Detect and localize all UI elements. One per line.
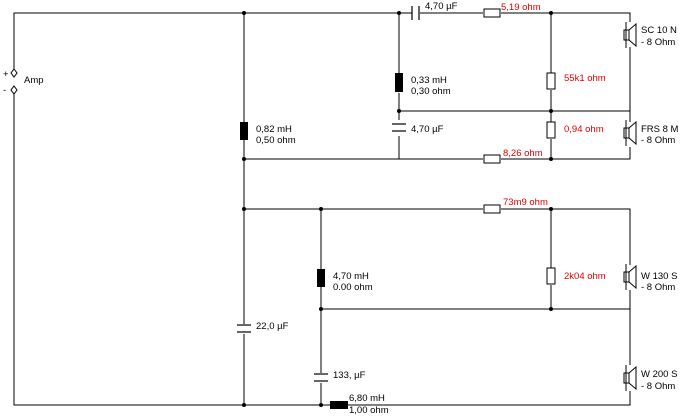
r-tweeter-series: 5,19 ohm — [483, 2, 541, 18]
resistor-body — [546, 267, 556, 285]
c-bass-shunt: 133, µF — [314, 370, 366, 382]
l-main-inductance: 0,82 mH — [256, 124, 292, 135]
inductor-body — [395, 73, 403, 92]
junction-dot — [319, 207, 323, 211]
r-mid-shunt-label: 0,94 ohm — [564, 124, 604, 135]
l-main: 0,82 mH 0,50 ohm — [240, 122, 296, 146]
resistor-body — [546, 121, 556, 139]
r-mid-series-label: 8,26 ohm — [503, 148, 543, 159]
junction-dot — [549, 157, 553, 161]
c-main-shunt: 22,0 µF — [237, 321, 289, 333]
driver-w130s: W 130 S - 8 Ohm — [623, 264, 677, 293]
wire-top-rail — [244, 12, 631, 22]
wires — [13, 12, 631, 406]
c-tweeter-series-label: 4,70 µF — [425, 1, 458, 12]
junction-dot — [549, 207, 553, 211]
r-woofer-series-label: 73m9 ohm — [503, 197, 548, 208]
junction-dot — [242, 403, 246, 407]
amp-label: Amp — [24, 75, 44, 86]
r-mid-shunt: 0,94 ohm — [546, 121, 604, 139]
resistor-body — [483, 154, 501, 164]
wire-woofer-top-rail — [244, 208, 631, 265]
l-tweeter-shunt-inductance: 0,33 mH — [411, 75, 447, 86]
resistor-body — [483, 8, 501, 18]
driver-w200s: W 200 S - 8 Ohm — [623, 365, 677, 392]
speaker-icon — [623, 264, 637, 290]
junction-dot — [319, 307, 323, 311]
speaker-icon — [623, 22, 637, 48]
l-tweeter-shunt: 0,33 mH 0,30 ohm — [395, 73, 451, 97]
driver-impedance: - 8 Ohm — [641, 135, 675, 146]
l-main-resistance: 0,50 ohm — [256, 135, 296, 146]
amp-source: + - Amp — [3, 68, 44, 96]
r-woofer-series: 73m9 ohm — [483, 197, 548, 214]
r-woofer-shunt-label: 2k04 ohm — [564, 271, 606, 282]
wire-woofer-crossbar — [321, 290, 631, 365]
r-tweeter-shunt: 55k1 ohm — [546, 72, 606, 90]
driver-name: SC 10 N — [641, 25, 677, 36]
c-bass-shunt-label: 133, µF — [333, 370, 366, 381]
driver-name: FRS 8 M — [641, 124, 679, 135]
c-mid-shunt-label: 4,70 µF — [411, 124, 444, 135]
junction-dot — [397, 11, 401, 15]
wire-source-left — [13, 12, 330, 406]
wire-bottom-rail — [348, 391, 631, 406]
l-tweeter-shunt-resistance: 0,30 ohm — [411, 86, 451, 97]
amp-minus-sign: - — [3, 85, 6, 96]
inductor-body — [317, 269, 325, 287]
junction-dot — [397, 109, 401, 113]
c-tweeter-series: 4,70 µF — [411, 1, 458, 20]
c-mid-shunt: 4,70 µF — [392, 123, 444, 135]
driver-name: W 130 S — [641, 271, 677, 282]
l-woofer-shunt-resistance: 0.00 ohm — [333, 282, 373, 293]
junctions — [242, 11, 553, 407]
junction-dot — [319, 403, 323, 407]
wire-mid-crossbar — [399, 110, 631, 122]
driver-frs8m: FRS 8 M - 8 Ohm — [623, 120, 679, 146]
c-main-shunt-label: 22,0 µF — [256, 321, 289, 332]
driver-impedance: - 8 Ohm — [641, 282, 675, 293]
l-bass-series-resistance: 1,00 ohm — [349, 405, 389, 416]
junction-dot — [242, 157, 246, 161]
l-bass-series: 6,80 mH 1,00 ohm — [330, 393, 389, 416]
r-woofer-shunt: 2k04 ohm — [546, 267, 606, 285]
junction-dot — [549, 109, 553, 113]
speaker-icon — [623, 120, 637, 146]
resistor-body — [483, 204, 501, 214]
terminal-minus-icon — [10, 85, 18, 95]
r-tweeter-shunt-label: 55k1 ohm — [564, 73, 606, 84]
junction-dot — [549, 11, 553, 15]
resistor-body — [546, 72, 556, 90]
driver-impedance: - 8 Ohm — [641, 37, 675, 48]
l-woofer-shunt-inductance: 4,70 mH — [333, 271, 369, 282]
driver-name: W 200 S — [641, 369, 677, 380]
l-bass-series-inductance: 6,80 mH — [349, 393, 385, 404]
terminal-plus-icon — [10, 68, 18, 78]
junction-dot — [242, 11, 246, 15]
r-tweeter-series-label: 5,19 ohm — [501, 2, 541, 13]
driver-sc10n: SC 10 N - 8 Ohm — [623, 22, 677, 48]
junction-dot — [549, 307, 553, 311]
driver-impedance: - 8 Ohm — [641, 381, 675, 392]
inductor-body — [330, 401, 348, 409]
speaker-icon — [623, 365, 637, 391]
inductor-body — [240, 122, 248, 140]
amp-plus-sign: + — [3, 69, 9, 80]
junction-dot — [242, 207, 246, 211]
r-mid-series: 8,26 ohm — [483, 148, 543, 164]
l-woofer-shunt: 4,70 mH 0.00 ohm — [317, 269, 373, 293]
wire-mid-bottom-rail — [244, 147, 631, 160]
